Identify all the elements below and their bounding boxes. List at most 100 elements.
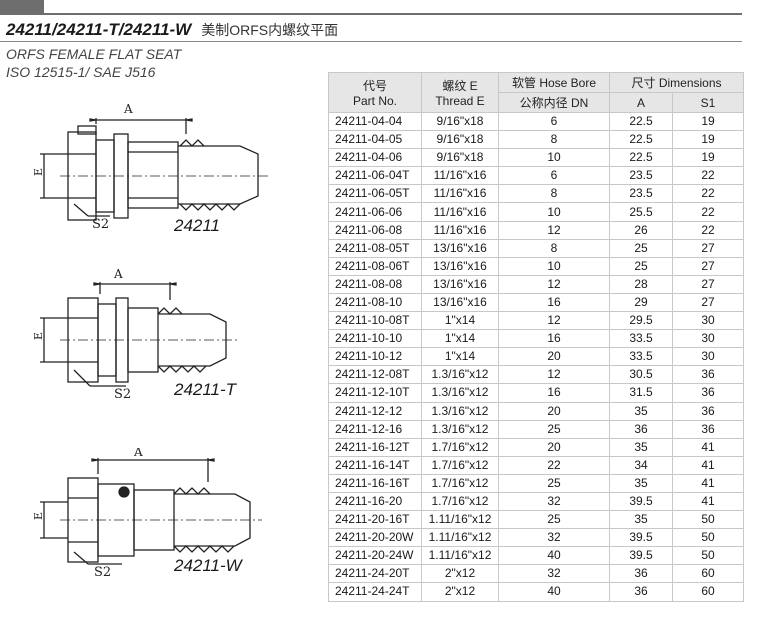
cell-thread: 11/16"x16	[421, 202, 499, 222]
cell-dim-a: 36	[609, 564, 673, 584]
cell-dim-s1: 36	[672, 419, 744, 439]
cell-part-no: 24211-08-05T	[328, 238, 422, 258]
spec-table: 代号 Part No. 螺纹 E Thread E 软管 Hose Bore 尺…	[328, 72, 744, 602]
cell-dim-s1: 60	[672, 564, 744, 584]
cell-dim-s1: 41	[672, 455, 744, 475]
cell-dim-a: 34	[609, 455, 673, 475]
subtitle-fitting-type: ORFS FEMALE FLAT SEAT	[6, 46, 182, 62]
cell-hose-dn: 25	[498, 419, 610, 439]
cell-thread: 13/16"x16	[421, 256, 499, 276]
cell-dim-s1: 36	[672, 401, 744, 421]
cell-dim-s1: 22	[672, 220, 744, 240]
cell-dim-a: 39.5	[609, 528, 673, 548]
cell-part-no: 24211-10-10	[328, 329, 422, 349]
cell-dim-s1: 41	[672, 473, 744, 493]
cell-dim-s1: 30	[672, 347, 744, 367]
cell-dim-a: 28	[609, 274, 673, 294]
cell-thread: 11/16"x16	[421, 220, 499, 240]
cell-thread: 1.7/16"x12	[421, 455, 499, 475]
cell-thread: 13/16"x16	[421, 274, 499, 294]
dim-s2-label: S2	[114, 387, 131, 402]
cell-thread: 1"x14	[421, 329, 499, 349]
cell-dim-s1: 60	[672, 582, 744, 602]
dim-e-label: E	[32, 512, 45, 520]
cell-thread: 1.11/16"x12	[421, 528, 499, 548]
cell-dim-a: 22.5	[609, 130, 673, 150]
cell-dim-a: 22.5	[609, 111, 673, 132]
cell-part-no: 24211-24-20T	[328, 564, 422, 584]
drawing-24211-t: A E S2	[30, 268, 320, 408]
drawing-24211: A E S2	[30, 100, 320, 240]
cell-dim-a: 25	[609, 256, 673, 276]
cell-thread: 1.3/16"x12	[421, 365, 499, 385]
cell-dim-a: 36	[609, 582, 673, 602]
cell-dim-s1: 50	[672, 546, 744, 566]
cell-hose-dn: 16	[498, 292, 610, 313]
cell-part-no: 24211-16-12T	[328, 437, 422, 457]
table-subheader-row: 公称内径 DN A S1	[329, 92, 744, 113]
cell-dim-s1: 19	[672, 111, 744, 132]
cell-dim-a: 35	[609, 401, 673, 421]
drawing-label-24211-t: 24211-T	[174, 380, 237, 399]
cell-hose-dn: 25	[498, 473, 610, 493]
header-hose-dn: 公称内径 DN	[498, 92, 610, 113]
cell-hose-dn: 32	[498, 528, 610, 548]
cell-hose-dn: 12	[498, 220, 610, 240]
cell-dim-a: 31.5	[609, 383, 673, 403]
cell-hose-dn: 8	[498, 130, 610, 150]
cell-dim-a: 35	[609, 510, 673, 530]
header-hose-bore: 软管 Hose Bore	[498, 72, 610, 93]
header-thread-en: Thread E	[435, 94, 485, 108]
top-bar-line	[0, 13, 742, 15]
cell-part-no: 24211-12-08T	[328, 365, 422, 385]
cell-dim-s1: 50	[672, 528, 744, 548]
cell-hose-dn: 12	[498, 365, 610, 385]
cell-hose-dn: 20	[498, 401, 610, 421]
cell-dim-s1: 22	[672, 166, 744, 186]
cell-hose-dn: 22	[498, 455, 610, 475]
cell-dim-s1: 27	[672, 292, 744, 313]
cell-part-no: 24211-04-06	[328, 148, 422, 168]
cell-part-no: 24211-10-12	[328, 347, 422, 367]
cell-dim-s1: 27	[672, 238, 744, 258]
cell-dim-s1: 22	[672, 202, 744, 222]
cell-thread: 1.7/16"x12	[421, 491, 499, 512]
cell-hose-dn: 10	[498, 256, 610, 276]
dim-a-label: A	[123, 102, 133, 116]
header-part-en: Part No.	[352, 94, 397, 108]
title-rule	[0, 41, 742, 42]
cell-part-no: 24211-08-10	[328, 292, 422, 313]
cell-dim-a: 22.5	[609, 148, 673, 168]
cell-dim-a: 30.5	[609, 365, 673, 385]
cell-dim-a: 26	[609, 220, 673, 240]
cell-dim-a: 23.5	[609, 184, 673, 204]
cell-dim-a: 23.5	[609, 166, 673, 186]
cell-dim-s1: 19	[672, 148, 744, 168]
cell-dim-s1: 41	[672, 491, 744, 512]
cell-hose-dn: 6	[498, 111, 610, 132]
cell-dim-s1: 27	[672, 256, 744, 276]
cell-hose-dn: 10	[498, 202, 610, 222]
drawing-24211-w: A E S2	[30, 448, 320, 588]
cell-thread: 1"x14	[421, 311, 499, 331]
cell-part-no: 24211-04-04	[328, 111, 422, 132]
cell-dim-a: 39.5	[609, 546, 673, 566]
cell-dim-a: 35	[609, 437, 673, 457]
cell-part-no: 24211-06-06	[328, 202, 422, 222]
cell-hose-dn: 8	[498, 238, 610, 258]
cell-thread: 1.3/16"x12	[421, 383, 499, 403]
header-dimensions: 尺寸 Dimensions	[609, 72, 744, 93]
